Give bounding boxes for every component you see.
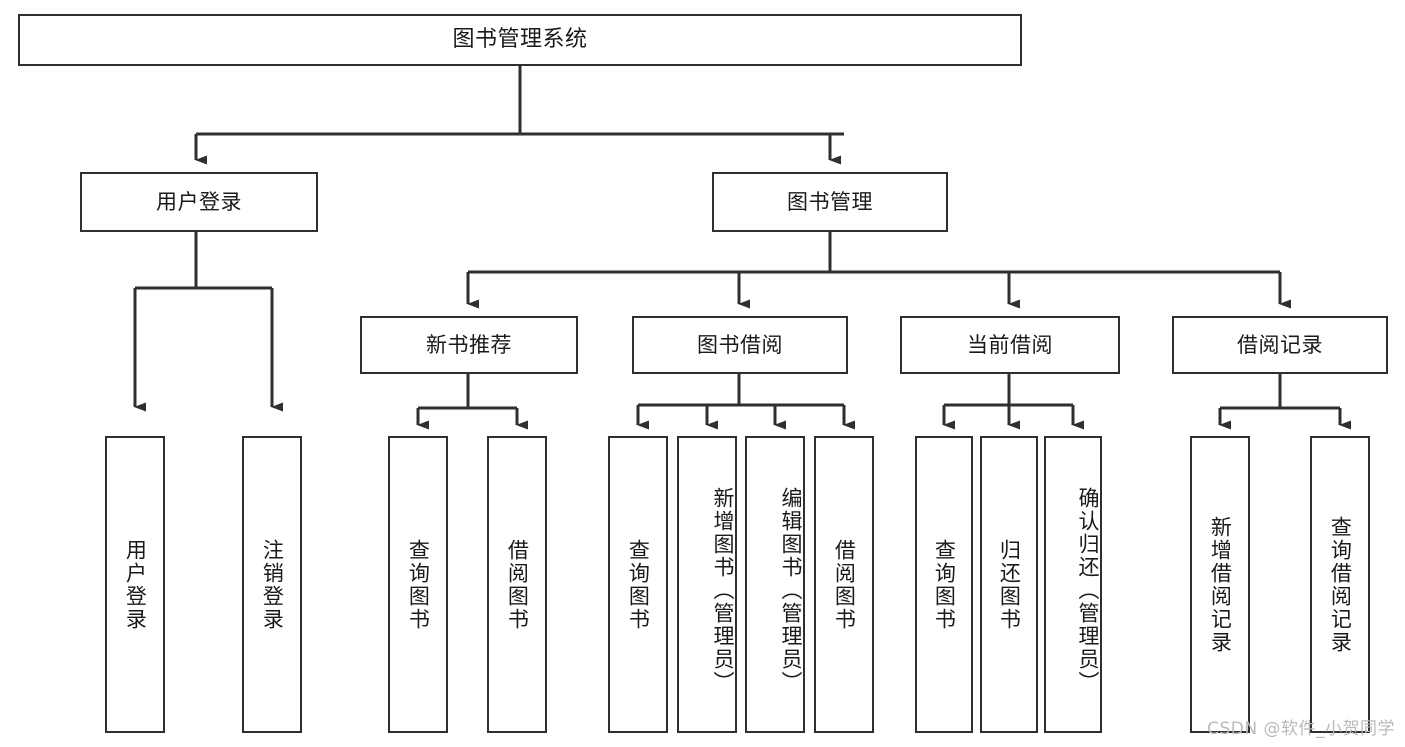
node-book-management[interactable]: 图书管理 bbox=[712, 172, 948, 232]
node-leaf-add-book-admin[interactable]: 新增图书（管理员） bbox=[677, 436, 737, 733]
node-label: 查询借阅记录 bbox=[1328, 515, 1353, 654]
node-label: 确认归还（管理员） bbox=[1076, 487, 1100, 694]
node-label: 新增借阅记录 bbox=[1208, 515, 1233, 654]
node-label: 查询图书 bbox=[626, 538, 651, 631]
node-label: 查询图书 bbox=[406, 538, 431, 631]
node-label: 注销登录 bbox=[260, 538, 285, 631]
node-borrow-record[interactable]: 借阅记录 bbox=[1172, 316, 1388, 374]
node-label: 新增图书（管理员） bbox=[711, 487, 735, 694]
node-label: 图书借阅 bbox=[697, 332, 783, 357]
node-book-borrow[interactable]: 图书借阅 bbox=[632, 316, 848, 374]
node-leaf-borrow-book-2[interactable]: 借阅图书 bbox=[814, 436, 874, 733]
node-label: 当前借阅 bbox=[967, 332, 1053, 357]
node-label: 编辑图书（管理员） bbox=[779, 487, 803, 694]
node-new-book-recommendation[interactable]: 新书推荐 bbox=[360, 316, 578, 374]
node-label: 借阅图书 bbox=[832, 538, 857, 631]
node-label: 查询图书 bbox=[932, 538, 957, 631]
node-leaf-add-borrow-record[interactable]: 新增借阅记录 bbox=[1190, 436, 1250, 733]
node-label: 新书推荐 bbox=[426, 332, 512, 357]
node-leaf-query-book-1[interactable]: 查询图书 bbox=[388, 436, 448, 733]
node-label: 借阅图书 bbox=[505, 538, 530, 631]
node-user-login[interactable]: 用户登录 bbox=[80, 172, 318, 232]
node-leaf-return-book[interactable]: 归还图书 bbox=[980, 436, 1038, 733]
node-root-book-management-system[interactable]: 图书管理系统 bbox=[18, 14, 1022, 66]
node-label: 图书管理 bbox=[787, 189, 873, 214]
node-leaf-edit-book-admin[interactable]: 编辑图书（管理员） bbox=[745, 436, 805, 733]
watermark: CSDN @软件_小贺同学 bbox=[1207, 719, 1395, 739]
node-leaf-query-book-3[interactable]: 查询图书 bbox=[915, 436, 973, 733]
node-current-borrow[interactable]: 当前借阅 bbox=[900, 316, 1120, 374]
node-label: 归还图书 bbox=[997, 538, 1022, 631]
node-leaf-query-book-2[interactable]: 查询图书 bbox=[608, 436, 668, 733]
node-leaf-borrow-book-1[interactable]: 借阅图书 bbox=[487, 436, 547, 733]
node-label: 用户登录 bbox=[156, 189, 242, 214]
node-leaf-user-login[interactable]: 用户登录 bbox=[105, 436, 165, 733]
node-label: 用户登录 bbox=[123, 538, 148, 631]
node-leaf-confirm-return-admin[interactable]: 确认归还（管理员） bbox=[1044, 436, 1102, 733]
node-label: 图书管理系统 bbox=[452, 27, 588, 53]
node-label: 借阅记录 bbox=[1237, 332, 1323, 357]
node-leaf-logout[interactable]: 注销登录 bbox=[242, 436, 302, 733]
node-leaf-query-borrow-record[interactable]: 查询借阅记录 bbox=[1310, 436, 1370, 733]
